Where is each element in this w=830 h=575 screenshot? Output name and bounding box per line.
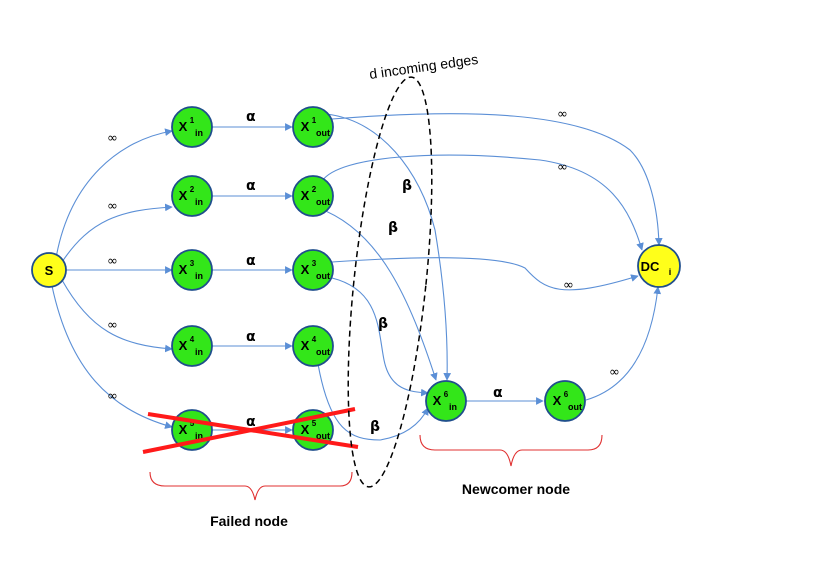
node-subscript: out <box>568 402 582 412</box>
beta-label: β <box>378 316 388 332</box>
node-main-label: X <box>301 338 310 353</box>
dc-node-label: DC <box>641 259 660 274</box>
node-subscript: in <box>195 271 203 281</box>
node-subscript: in <box>449 402 457 412</box>
node-superscript: 5 <box>312 419 317 428</box>
edge-s-x5in <box>51 285 173 429</box>
infinity-label: ∞ <box>563 278 574 293</box>
node-superscript: 2 <box>312 185 317 194</box>
alpha-label: α <box>246 414 256 430</box>
node-main-label: X <box>301 188 310 203</box>
edge-x3out-dc <box>331 257 639 291</box>
node-subscript: out <box>316 347 330 357</box>
alpha-label: α <box>246 329 256 345</box>
node-superscript: 3 <box>190 259 195 268</box>
node-main-label: X <box>301 422 310 437</box>
beta-labels: β β β β <box>370 178 412 435</box>
node-subscript: in <box>195 128 203 138</box>
node-subscript: out <box>316 271 330 281</box>
node-superscript: 1 <box>190 116 195 125</box>
node-main-label: X <box>179 119 188 134</box>
infinity-label: ∞ <box>107 254 118 269</box>
node-superscript: 4 <box>312 335 317 344</box>
beta-edges <box>317 113 452 441</box>
source-node: S <box>31 252 67 288</box>
node-superscript: 3 <box>312 259 317 268</box>
infinity-label: ∞ <box>107 131 118 146</box>
newcomer-node-caption: Newcomer node <box>462 481 570 497</box>
edge-x4out-x6in <box>317 363 429 441</box>
x4-out-node: X 4 out <box>292 325 334 367</box>
node-main-label: X <box>301 262 310 277</box>
alpha-label: α <box>246 178 256 194</box>
node-subscript: in <box>195 431 203 441</box>
node-subscript: in <box>195 197 203 207</box>
edge-x1out-x6in <box>325 113 452 381</box>
source-edges <box>51 128 173 429</box>
alpha-label: α <box>246 109 256 125</box>
infinity-label: ∞ <box>107 199 118 214</box>
x1-in-node: X 1 in <box>171 106 213 148</box>
source-node-label: S <box>45 263 54 278</box>
infinity-label: ∞ <box>107 389 118 404</box>
node-main-label: X <box>179 422 188 437</box>
infinity-labels: ∞ ∞ ∞ ∞ ∞ ∞ ∞ ∞ ∞ <box>107 107 620 404</box>
node-main-label: X <box>553 393 562 408</box>
edge-s-x2in <box>61 203 173 263</box>
x6-in-node: X 6 in <box>425 380 467 422</box>
dc-node: DC i <box>637 244 681 288</box>
x3-out-node: X 3 out <box>292 249 334 291</box>
node-main-label: X <box>179 188 188 203</box>
failed-node-cross <box>142 407 359 454</box>
infinity-label: ∞ <box>609 365 620 380</box>
edge-x2out-x6in <box>317 207 438 381</box>
x2-out-node: X 2 out <box>292 175 334 217</box>
failed-node-brace <box>149 471 353 501</box>
x3-in-node: X 3 in <box>171 249 213 291</box>
dc-edges <box>321 113 663 401</box>
x6-out-node: X 6 out <box>544 380 586 422</box>
node-superscript: 2 <box>190 185 195 194</box>
node-superscript: 5 <box>190 419 195 428</box>
alpha-label: α <box>493 385 503 401</box>
edge-s-x1in <box>55 128 173 259</box>
node-main-label: X <box>179 262 188 277</box>
dc-node-subscript: i <box>669 267 672 277</box>
node-subscript: in <box>195 347 203 357</box>
edge-x1out-dc <box>331 113 663 246</box>
node-subscript: out <box>316 128 330 138</box>
edge-s-x4in <box>61 279 173 353</box>
x1-out-node: X 1 out <box>292 106 334 148</box>
beta-label: β <box>388 220 398 236</box>
infinity-label: ∞ <box>557 107 568 122</box>
edge-x2out-dc <box>321 154 644 251</box>
node-superscript: 1 <box>312 116 317 125</box>
incoming-edges-ellipse <box>347 76 433 488</box>
x2-in-node: X 2 in <box>171 175 213 217</box>
beta-label: β <box>402 178 412 194</box>
infinity-label: ∞ <box>107 318 118 333</box>
node-superscript: 4 <box>190 335 195 344</box>
infinity-label: ∞ <box>557 160 568 175</box>
alpha-label: α <box>246 253 256 269</box>
failed-node-caption: Failed node <box>210 513 288 529</box>
node-subscript: out <box>316 197 330 207</box>
node-superscript: 6 <box>444 390 449 399</box>
edge-x3out-x6in <box>331 277 429 397</box>
x4-in-node: X 4 in <box>171 325 213 367</box>
node-subscript: out <box>316 431 330 441</box>
node-main-label: X <box>301 119 310 134</box>
newcomer-node-brace <box>419 434 603 467</box>
incoming-edges-label: d incoming edges <box>368 51 479 82</box>
node-superscript: 6 <box>564 390 569 399</box>
node-main-label: X <box>179 338 188 353</box>
edge-x6out-dc <box>585 286 662 401</box>
node-main-label: X <box>433 393 442 408</box>
alpha-labels: α α α α α α <box>246 109 503 430</box>
beta-label: β <box>370 419 380 435</box>
